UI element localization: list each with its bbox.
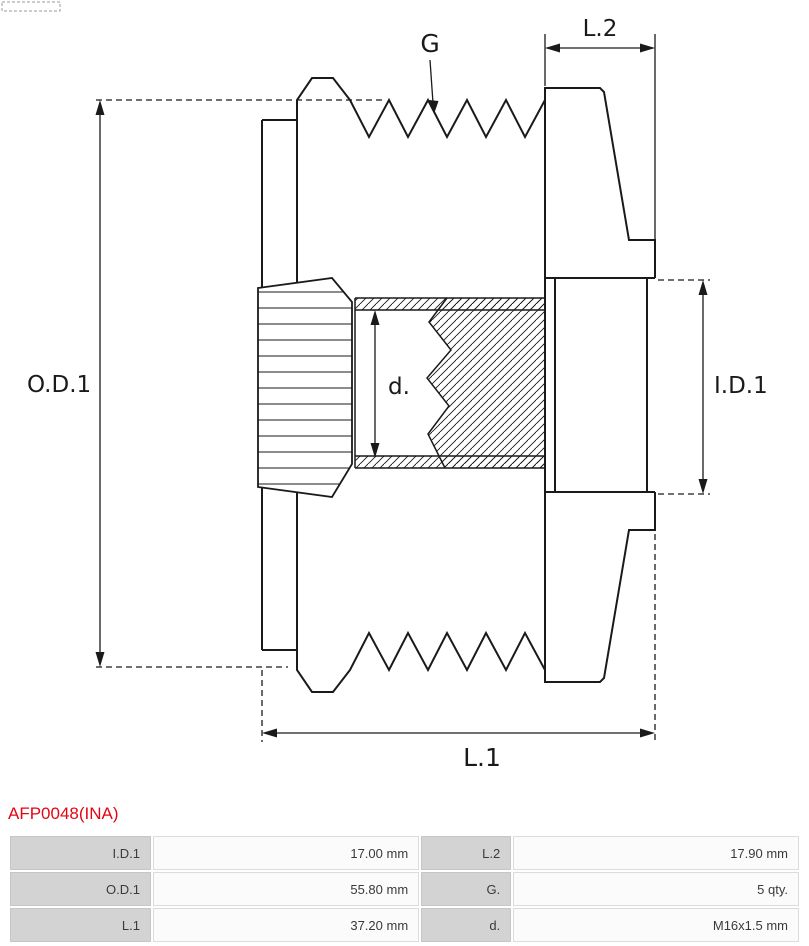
extension-lines xyxy=(96,99,710,742)
spec-table-row: L.1 37.20 mm d. M16x1.5 mm xyxy=(10,908,799,942)
pulley-technical-drawing: G L.2 O.D.1 I.D.1 d. L.1 xyxy=(1,1,768,772)
label-d-dimension: d. xyxy=(388,374,410,400)
splined-hub-section xyxy=(257,277,353,498)
spec-value-od1: 55.80 mm xyxy=(152,872,420,906)
spec-label-l2: L.2 xyxy=(421,836,512,870)
spec-value-id1: 17.00 mm xyxy=(152,836,420,870)
watermark-fragment xyxy=(1,1,61,12)
spec-label-od1: O.D.1 xyxy=(10,872,151,906)
spec-label-d: d. xyxy=(421,908,512,942)
spec-value-l1: 37.20 mm xyxy=(152,908,420,942)
spec-label-l1: L.1 xyxy=(10,908,151,942)
label-l2-dimension: L.2 xyxy=(583,16,618,42)
spec-value-l2: 17.90 mm xyxy=(513,836,799,870)
product-code-title: AFP0048(INA) xyxy=(8,804,119,823)
pulley-outline xyxy=(261,77,656,693)
dimension-lines xyxy=(99,34,704,734)
spec-value-d: M16x1.5 mm xyxy=(513,908,799,942)
spec-label-id1: I.D.1 xyxy=(10,836,151,870)
spec-label-g: G. xyxy=(421,872,512,906)
spec-table-row: I.D.1 17.00 mm L.2 17.90 mm xyxy=(10,836,799,870)
label-l1-dimension: L.1 xyxy=(463,743,501,772)
spec-table: I.D.1 17.00 mm L.2 17.90 mm O.D.1 55.80 … xyxy=(8,834,801,944)
spec-table-row: O.D.1 55.80 mm G. 5 qty. xyxy=(10,872,799,906)
dimension-arrows xyxy=(95,43,708,738)
spec-value-g: 5 qty. xyxy=(513,872,799,906)
label-id1-dimension: I.D.1 xyxy=(714,373,768,399)
threaded-bore-section xyxy=(354,297,545,469)
label-od1-dimension: O.D.1 xyxy=(27,372,91,398)
label-g-dimension: G xyxy=(420,29,439,58)
dimension-labels: G L.2 O.D.1 I.D.1 d. L.1 xyxy=(27,16,768,772)
